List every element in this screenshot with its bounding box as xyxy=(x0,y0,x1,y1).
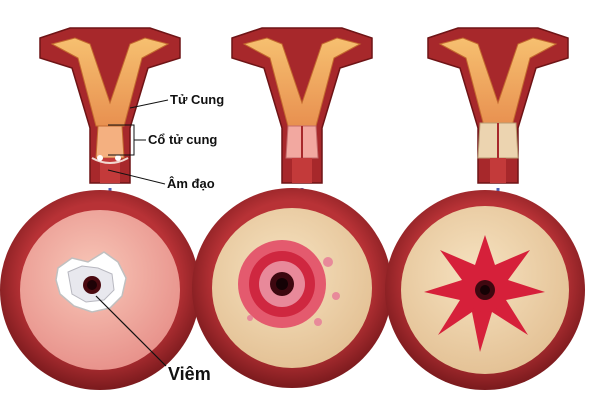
svg-text:Cổ tử cung: Cổ tử cung xyxy=(148,132,217,147)
label-cervix: Cổ tử cung xyxy=(108,124,217,156)
svg-text:Tử Cung: Tử Cung xyxy=(170,92,224,107)
svg-text:Âm đạo: Âm đạo xyxy=(167,176,215,191)
cervix-view-1 xyxy=(0,190,200,390)
label-inflammation: Viêm xyxy=(95,295,211,384)
uterus-diagram-1 xyxy=(39,27,181,184)
uterus-diagram-3 xyxy=(427,27,569,184)
uterus-diagram-2 xyxy=(231,27,373,184)
label-vagina: Âm đạo xyxy=(107,169,215,191)
label-uterus: Tử Cung xyxy=(129,92,224,109)
svg-text:Viêm: Viêm xyxy=(168,364,211,384)
cervix-view-2 xyxy=(192,188,392,388)
cervix-view-3 xyxy=(385,190,585,390)
